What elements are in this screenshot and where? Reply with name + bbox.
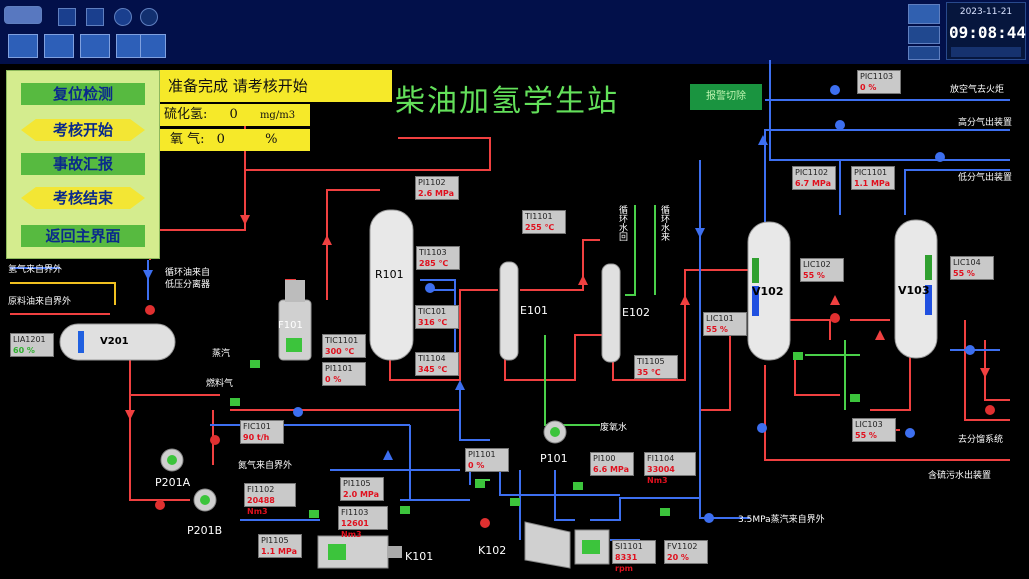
- speaker-icon[interactable]: [908, 46, 940, 60]
- ready-status: 准备完成 请考核开始: [160, 70, 392, 102]
- cooling-water-supply-label: 循环水来: [659, 205, 669, 241]
- bell-icon[interactable]: [908, 26, 940, 44]
- sour-water-label: 含硫污水出装置: [928, 471, 992, 481]
- waste-water-label: 废氧水: [600, 423, 628, 433]
- p201b-label: P201B: [187, 524, 223, 537]
- cooling-water-return-label: 循环水回: [617, 205, 627, 241]
- v102-label: V102: [752, 285, 784, 298]
- save-icon[interactable]: [86, 8, 104, 26]
- menu-gear-button[interactable]: [4, 6, 42, 24]
- v103-label: V103: [898, 284, 930, 297]
- e102-label: E102: [622, 306, 650, 319]
- p201a-label: P201A: [155, 476, 191, 489]
- incident-report-button[interactable]: 事故汇报: [21, 153, 145, 175]
- h2s-label: 硫化氢:: [164, 107, 208, 122]
- h2s-value: 0: [229, 107, 238, 122]
- time-display: 09:08:44: [949, 23, 1027, 42]
- v201-label: V201: [100, 336, 129, 347]
- lp-separator-label: 低压分离器: [165, 280, 211, 290]
- network-icon[interactable]: [908, 4, 940, 24]
- f101-label: F101: [278, 320, 303, 331]
- nitrogen-label: 氮气来自界外: [238, 461, 293, 471]
- info-icon[interactable]: [951, 47, 1021, 57]
- lp-gas-label: 低分气出装置: [958, 173, 1013, 183]
- fuel-gas-label: 燃料气: [206, 379, 234, 389]
- to-fractionation-label: 去分馏系统: [958, 435, 1004, 445]
- clock-panel: 2023-11-21 09:08:44: [946, 2, 1026, 60]
- recycle-oil-label: 循环油来自: [165, 268, 211, 278]
- alarm-cutoff-button[interactable]: 报警切除: [690, 84, 762, 110]
- forward-icon[interactable]: [140, 8, 158, 26]
- return-main-button[interactable]: 返回主界面: [21, 225, 145, 247]
- o2-unit: %: [265, 132, 278, 147]
- hp-gas-label: 高分气出装置: [958, 118, 1013, 128]
- r101-label: R101: [375, 268, 404, 281]
- edit-icon[interactable]: [58, 8, 76, 26]
- to-flare-label: 放空气去火炬: [950, 85, 1005, 95]
- o2-label: 氧 气:: [170, 132, 205, 147]
- trend-icon[interactable]: [44, 34, 74, 58]
- steam-label: 蒸汽: [212, 349, 231, 359]
- date-display: 2023-11-21: [959, 7, 1013, 17]
- grid-icon[interactable]: [80, 34, 110, 58]
- k101-label: K101: [405, 550, 434, 563]
- top-toolbar: 2023-11-21 09:08:44: [0, 0, 1029, 64]
- control-panel: 复位检测 考核开始 事故汇报 考核结束 返回主界面: [6, 70, 160, 259]
- feed-oil-label: 原料油来自界外: [8, 297, 72, 307]
- page-title: 柴油加氢学生站: [395, 84, 619, 119]
- camera-icon[interactable]: [140, 34, 166, 58]
- o2-value: 0: [216, 132, 225, 147]
- exam-end-button[interactable]: 考核结束: [21, 187, 145, 209]
- k102-label: K102: [478, 544, 507, 557]
- exam-start-button[interactable]: 考核开始: [21, 119, 145, 141]
- steam-inlet-label: 3.5MPa蒸汽来自界外: [738, 515, 825, 525]
- h2s-readout: 硫化氢: 0 mg/m3: [160, 104, 310, 126]
- hydrogen-inlet-label: 氢气来自界外: [8, 265, 63, 275]
- overview-icon[interactable]: [8, 34, 38, 58]
- h2s-unit: mg/m3: [259, 110, 296, 121]
- v201-vessel: [59, 323, 176, 361]
- reset-check-button[interactable]: 复位检测: [21, 83, 145, 105]
- back-icon[interactable]: [114, 8, 132, 26]
- o2-readout: 氧 气: 0 %: [160, 129, 310, 151]
- e101-label: E101: [520, 304, 548, 317]
- p101-label: P101: [540, 452, 568, 465]
